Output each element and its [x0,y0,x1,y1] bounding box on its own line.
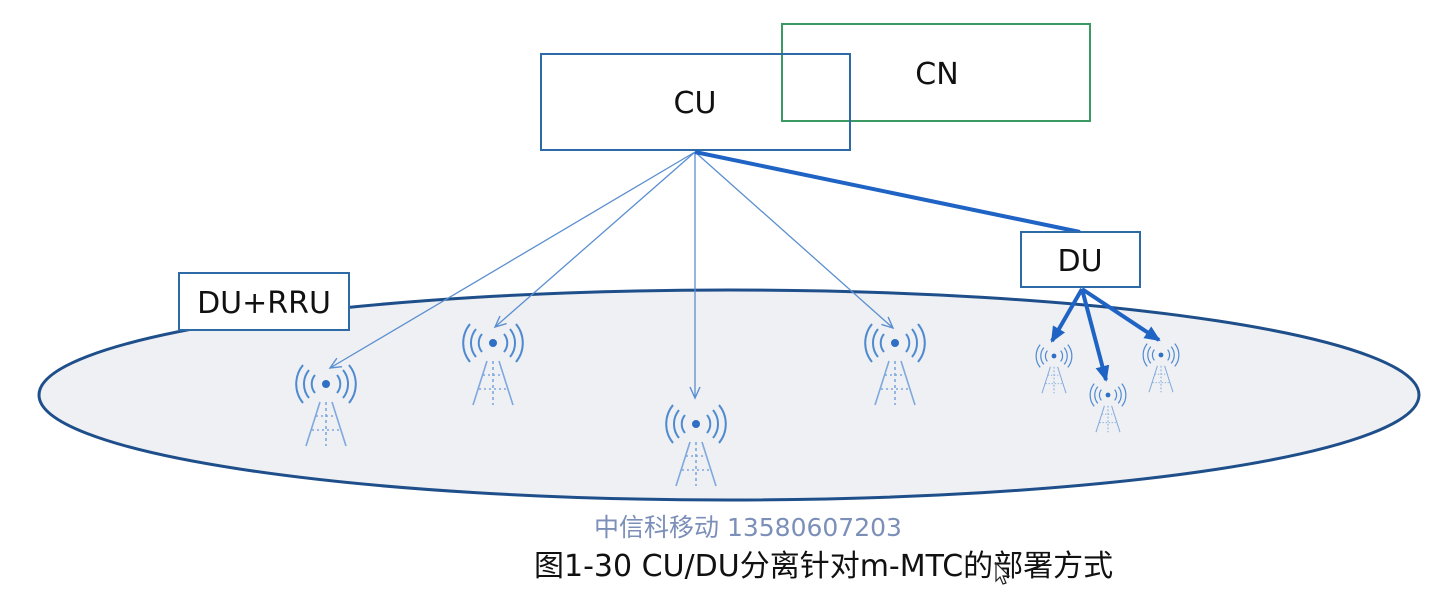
du-to-small-tower-2-link [1080,288,1110,382]
cu-box [540,53,851,151]
cn-box [781,23,1091,122]
mouse-cursor-icon [995,562,1011,585]
cu-to-tower-4-link [694,151,895,330]
du-label: DU [1057,244,1102,279]
du-rru-box [178,272,350,331]
cn-label: CN [915,57,958,92]
figure-caption: 图1-30 CU/DU分离针对m-MTC的部署方式 [534,549,1114,584]
cu-to-tower-2-link [493,151,696,329]
du-to-small-tower-3-link [1080,287,1161,342]
du-to-small-tower-1-link [1050,288,1084,343]
du-box [1020,231,1141,288]
cu-to-du-link [694,150,1081,234]
cu-label: CU [674,86,717,121]
du-rru-label: DU+RRU [197,286,331,321]
coverage-area [37,288,1421,502]
cu-to-tower-1-link [328,151,696,369]
watermark-text: 中信科移动 13580607203 [594,513,902,542]
